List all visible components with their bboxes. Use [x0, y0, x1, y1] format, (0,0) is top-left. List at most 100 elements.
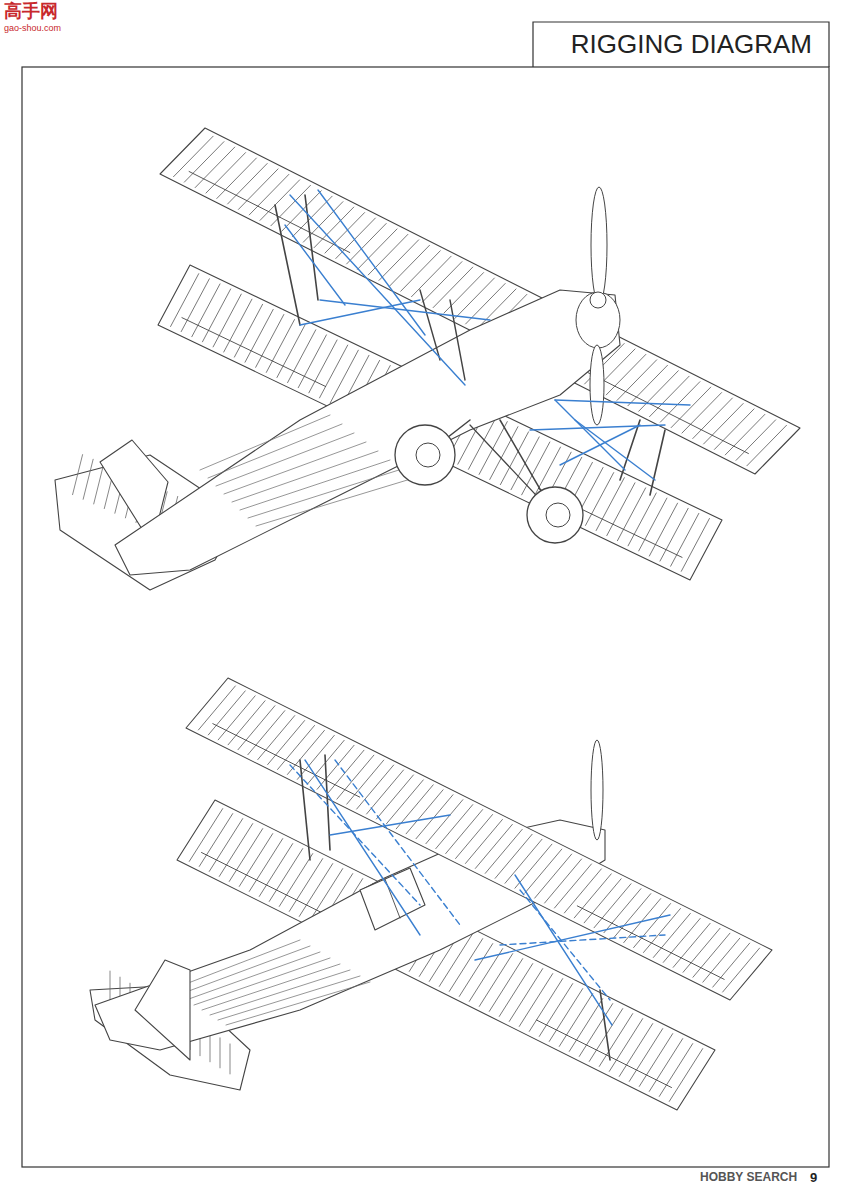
wing-rib — [479, 422, 507, 475]
wing-rib — [499, 964, 532, 1017]
wing-rib — [725, 414, 765, 454]
wing-rib — [218, 696, 255, 740]
wing-rib — [525, 849, 562, 893]
wing-rib — [549, 989, 582, 1042]
aileron-line — [182, 318, 326, 387]
wing-rib — [539, 984, 572, 1037]
rigging-wire — [318, 190, 425, 335]
wing-rib — [357, 765, 394, 809]
wing-rib — [644, 908, 681, 952]
wing-rib — [174, 136, 214, 176]
page-border — [22, 67, 829, 1167]
fuselage-stringer — [210, 970, 350, 1015]
wing-rib — [446, 810, 483, 854]
fuselage-stringer — [202, 964, 340, 1010]
wing-rib — [475, 824, 512, 868]
fuselage-stringer — [218, 976, 360, 1020]
wing-rib — [282, 191, 322, 231]
rigging-wire — [520, 890, 610, 1000]
wing-rib — [269, 849, 302, 902]
wing-rib — [327, 750, 364, 794]
wing-rib — [320, 345, 348, 398]
wing-rib — [376, 775, 413, 819]
wing-rib — [347, 760, 384, 804]
wing-rib — [278, 726, 315, 770]
wing-rib — [317, 745, 354, 789]
watermark: HOBBY SEARCH — [700, 1171, 797, 1184]
wing-rib — [500, 432, 528, 485]
wing-rib — [723, 948, 760, 992]
wing-rib — [736, 420, 776, 460]
wing-rib — [479, 954, 512, 1007]
fuselage-stringer — [248, 469, 402, 518]
fuselage — [115, 290, 620, 575]
wing-rib — [386, 780, 423, 824]
wing-rib — [259, 844, 292, 897]
wing-rib — [634, 904, 671, 948]
wing-rib — [198, 686, 235, 730]
fuselage-stringer — [256, 478, 414, 526]
wing-rib — [249, 839, 282, 892]
wing-rib — [406, 790, 443, 834]
wing-rib — [209, 819, 242, 872]
wing-rib — [412, 256, 452, 296]
wing-rib — [229, 829, 262, 882]
wing-rib — [260, 180, 300, 220]
wing-rib — [426, 800, 463, 844]
wing-rib — [303, 202, 343, 242]
rigging-wire — [290, 765, 420, 905]
wing-rib — [248, 711, 285, 755]
wing-rib — [449, 939, 482, 992]
rigging-wire — [515, 875, 612, 1025]
fuselage-stringer — [224, 442, 366, 494]
wing-rib — [659, 1044, 692, 1097]
wing-rib — [594, 884, 631, 928]
wing-rib — [271, 185, 311, 225]
wing-rib — [293, 196, 333, 236]
wing-rib — [619, 1024, 652, 1077]
wing-rib — [459, 944, 492, 997]
interplane-strut — [620, 420, 640, 480]
wing-rib — [336, 218, 376, 258]
wing-rib — [379, 240, 419, 280]
wing-rib — [554, 864, 591, 908]
wing-rib — [206, 153, 246, 193]
wing-rib — [509, 969, 542, 1022]
wing-rib — [433, 267, 473, 307]
wing-rib — [569, 999, 602, 1052]
propeller-blade — [591, 187, 607, 303]
wing-rib — [228, 163, 268, 203]
wing-rib — [469, 949, 502, 1002]
wing-rib — [347, 223, 387, 263]
wing-rib — [195, 147, 235, 187]
spinner — [590, 292, 606, 308]
wing-rib — [564, 869, 601, 913]
interplane-strut — [300, 760, 310, 860]
rigging-wire — [555, 400, 690, 405]
propeller-blade — [591, 740, 603, 840]
wing-rib — [368, 234, 408, 274]
wing — [186, 678, 772, 1000]
rigging-wire — [285, 225, 345, 305]
wing-rib — [519, 974, 552, 1027]
wing-rib — [522, 442, 550, 495]
wing-rib — [279, 854, 312, 907]
wheel-hub — [546, 503, 570, 527]
interplane-strut — [275, 205, 300, 325]
wing-rib — [671, 387, 711, 427]
wing-rib — [606, 354, 646, 394]
tail-fin — [135, 960, 190, 1060]
wing-rib — [228, 701, 265, 745]
wing-rib — [559, 994, 592, 1047]
wing-rib — [669, 1049, 702, 1102]
wing-rib — [629, 1029, 662, 1082]
surface-rib — [220, 1038, 221, 1068]
wing-rib — [714, 409, 754, 449]
wheel — [395, 425, 455, 485]
wing-rib — [693, 398, 733, 438]
wing-rib — [238, 169, 278, 209]
wing-rib — [416, 795, 453, 839]
wing-rib — [609, 1019, 642, 1072]
wing-rib — [239, 834, 272, 887]
surface-rib — [110, 971, 111, 1001]
